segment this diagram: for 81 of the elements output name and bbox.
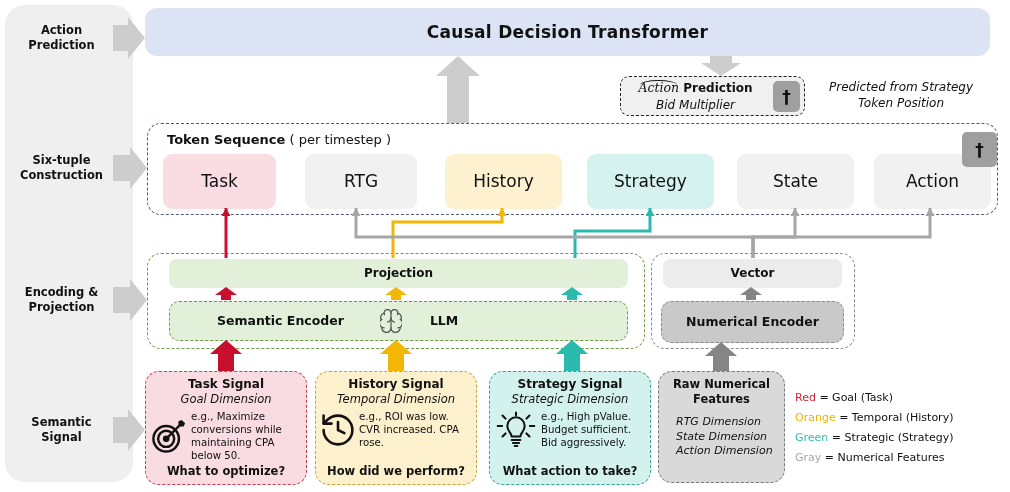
signal-title: History Signal xyxy=(348,377,444,392)
prediction-title: Action Prediction xyxy=(638,79,753,97)
token-block xyxy=(305,154,417,209)
token-sequence-frame xyxy=(147,123,998,215)
guiding-question: How did we perform? xyxy=(327,464,465,479)
feature-title: Raw Numerical Features xyxy=(672,377,771,407)
signal-card xyxy=(489,371,651,485)
token-block xyxy=(587,154,714,209)
signal-title: Task Signal xyxy=(187,377,265,392)
dagger-symbol: † xyxy=(782,86,791,107)
prediction-value: Bid Multiplier xyxy=(656,97,735,113)
dimension-subtitle: Temporal Dimension xyxy=(337,392,455,407)
dimension-subtitle: Strategic Dimension xyxy=(511,392,629,407)
block-arrow xyxy=(380,340,412,371)
block-arrow xyxy=(113,279,147,321)
group-frame xyxy=(651,253,855,349)
encoder-block xyxy=(661,301,844,343)
stage-label: Encoding & Projection xyxy=(10,284,113,316)
guiding-question: What action to take? xyxy=(502,464,638,479)
block-arrow xyxy=(113,409,145,451)
encoder-label: Numerical Encoder xyxy=(686,314,819,330)
dagger-tag xyxy=(962,132,997,167)
stage-label: Semantic Signal xyxy=(10,414,113,446)
block-arrow xyxy=(385,287,407,300)
encoder-block xyxy=(169,301,628,341)
feature-dimension: State Dimension xyxy=(676,429,768,444)
legend-entry: Red = Goal (Task) xyxy=(795,390,893,405)
block-arrow xyxy=(436,56,480,123)
legend-entry: Orange = Temporal (History) xyxy=(795,410,954,425)
connector-arrow xyxy=(391,208,507,258)
stage-label: Action Prediction xyxy=(10,22,113,54)
signal-title: Strategy Signal xyxy=(517,377,623,392)
block-arrow xyxy=(215,287,237,300)
feature-dimension: RTG Dimension xyxy=(676,415,761,430)
encoder-label: Semantic Encoder xyxy=(217,313,344,329)
side-note: Predicted from Strategy Token Position xyxy=(827,79,974,111)
model-title: Causal Decision Transformer xyxy=(426,22,709,42)
group-frame xyxy=(147,253,645,349)
sequence-title: Token Sequence ( per timestep ) xyxy=(167,132,392,148)
connector-arrow xyxy=(221,208,231,258)
block-arrow xyxy=(113,147,147,189)
dagger-symbol: † xyxy=(975,139,984,160)
token-block xyxy=(445,154,562,209)
block-arrow xyxy=(705,342,737,371)
token-label: Task xyxy=(201,171,238,192)
layer-label: Vector xyxy=(730,266,775,281)
legend-entry: Green = Strategic (Strategy) xyxy=(795,430,954,445)
signal-card xyxy=(315,371,477,485)
guiding-question: What to optimize? xyxy=(166,464,286,479)
token-label: State xyxy=(773,171,818,192)
connector-arrow xyxy=(751,208,935,258)
example-text: e.g., ROI was low. CVR increased. CPA rose. xyxy=(359,410,460,449)
token-block xyxy=(737,154,854,209)
block-arrow xyxy=(556,340,588,371)
layer-bar xyxy=(663,259,842,288)
dagger-tag xyxy=(773,81,800,112)
feature-dimension: Action Dimension xyxy=(676,444,773,459)
legend-entry: Gray = Numerical Features xyxy=(795,450,945,465)
layer-bar xyxy=(169,259,628,288)
example-text: e.g., High pValue. Budget sufficient. Bid aggressively. xyxy=(541,410,633,449)
prediction-box xyxy=(620,76,805,116)
token-label: History xyxy=(473,171,534,192)
block-arrow xyxy=(210,340,242,371)
example-text: e.g., Maximize conversions while maintaining CPA below 50. xyxy=(191,410,283,462)
signal-card xyxy=(145,371,307,485)
stage-label: Six-tuple Construction xyxy=(10,152,113,184)
dimension-subtitle: Goal Dimension xyxy=(180,392,272,407)
connector-arrow xyxy=(573,208,655,258)
model-label: LLM xyxy=(429,313,459,329)
feature-card xyxy=(658,371,785,483)
token-block xyxy=(163,154,276,209)
block-arrow xyxy=(561,287,583,300)
block-arrow xyxy=(113,17,145,59)
block-arrow xyxy=(740,287,762,300)
token-label: RTG xyxy=(343,171,379,192)
layer-label: Projection xyxy=(364,266,433,281)
stage-panel xyxy=(5,5,133,482)
block-arrow xyxy=(701,56,741,76)
token-label: Strategy xyxy=(614,171,687,192)
model-banner xyxy=(145,8,990,56)
token-label: Action xyxy=(905,171,960,192)
